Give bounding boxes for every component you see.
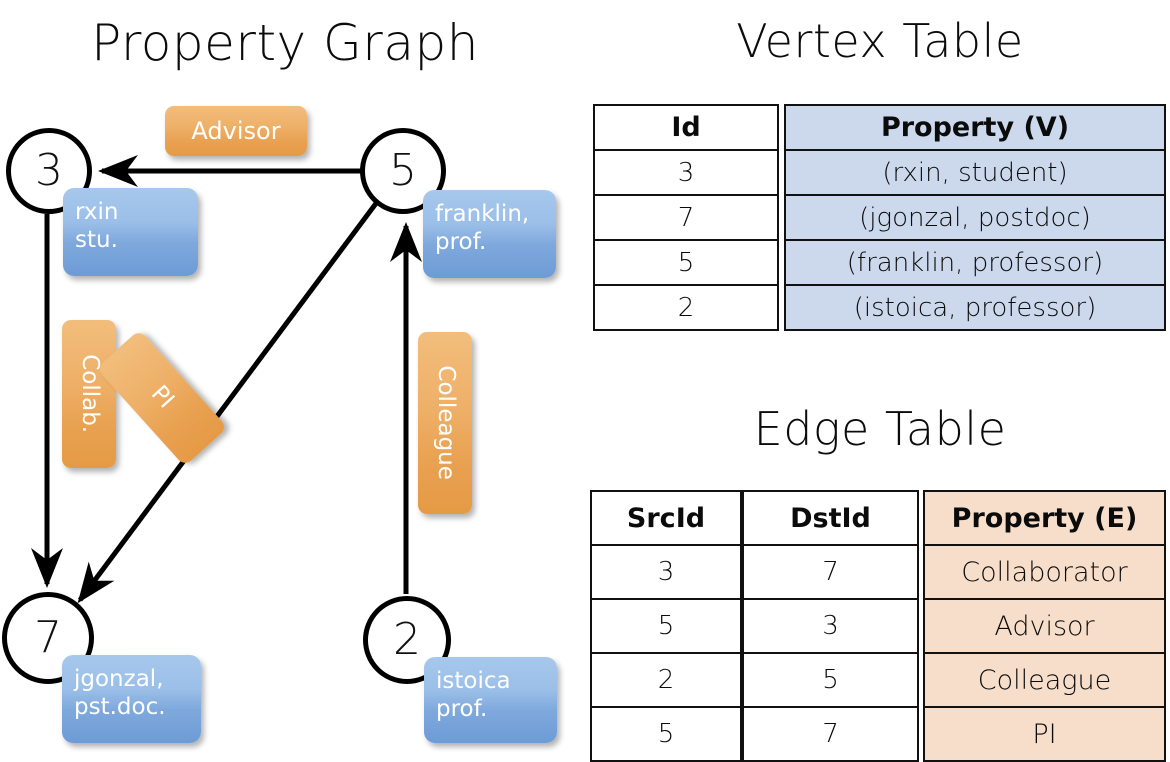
table-header-row: SrcId — [590, 490, 742, 546]
vertex-property-istoica-line1: istoica — [436, 668, 511, 694]
edge-table-header-property: Property (E) — [923, 490, 1166, 546]
table-row[interactable]: (franklin, professor) — [784, 239, 1166, 286]
vertex-property-box-jgonzal[interactable]: jgonzal, pst.doc. — [62, 655, 201, 743]
vertex-property-box-rxin[interactable]: rxin stu. — [63, 188, 198, 276]
vertex-property-franklin-line2: prof. — [435, 229, 487, 256]
edge-property-box-colleague[interactable]: Colleague — [418, 332, 472, 514]
table-row[interactable]: 7 — [593, 194, 779, 241]
table-row[interactable]: 5 — [590, 598, 742, 654]
vertex-table-cell-id: 7 — [593, 194, 779, 241]
table-row[interactable]: 3 — [593, 149, 779, 196]
table-row[interactable]: 3 — [590, 544, 742, 600]
table-header-row: Id — [593, 104, 779, 151]
edge-table-cell-dstid: 7 — [742, 544, 919, 600]
vertex-table-cell-property: (franklin, professor) — [784, 239, 1166, 286]
vertex-property-rxin-line1: rxin — [75, 199, 119, 225]
edge-table-cell-property: Collaborator — [923, 544, 1166, 600]
table-row[interactable]: (jgonzal, postdoc) — [784, 194, 1166, 241]
table-row[interactable]: 5 — [742, 652, 919, 708]
vertex-property-jgonzal-line1: jgonzal, — [74, 666, 164, 692]
vertex-table-id-column: Id 3 7 5 2 — [593, 104, 779, 331]
vertex-table-cell-property: (rxin, student) — [784, 149, 1166, 196]
table-row[interactable]: 7 — [742, 544, 919, 600]
vertex-table-cell-property: (jgonzal, postdoc) — [784, 194, 1166, 241]
table-row[interactable]: Colleague — [923, 652, 1166, 708]
table-row[interactable]: 5 — [593, 239, 779, 286]
vertex-property-jgonzal-line2: pst.doc. — [74, 694, 166, 721]
table-row[interactable]: 3 — [742, 598, 919, 654]
vertex-table-cell-id: 2 — [593, 284, 779, 331]
edge-property-box-collab[interactable]: Collab. — [62, 320, 116, 468]
edge-table-dstid-column: DstId 7 3 5 7 — [742, 490, 919, 762]
table-row[interactable]: (istoica, professor) — [784, 284, 1166, 331]
vertex-table-cell-property: (istoica, professor) — [784, 284, 1166, 331]
table-row[interactable]: Advisor — [923, 598, 1166, 654]
edge-arrow-5-to-7 — [77, 196, 383, 604]
vertex-property-istoica-line2: prof. — [436, 696, 488, 723]
vertex-table-header-id: Id — [593, 104, 779, 151]
graph-node-3-label: 3 — [35, 145, 63, 196]
graph-node-2-label: 2 — [393, 614, 421, 665]
edge-property-collab-label: Collab. — [76, 354, 103, 434]
page-title-vertex-table: Vertex Table — [736, 14, 1024, 68]
edge-table-cell-dstid: 5 — [742, 652, 919, 708]
edge-table-cell-srcid: 3 — [590, 544, 742, 600]
page-title-property-graph: Property Graph — [91, 14, 479, 72]
vertex-property-franklin-line1: franklin, — [435, 201, 530, 227]
graph-node-5[interactable]: 5 — [360, 128, 446, 214]
edge-table-cell-srcid: 5 — [590, 706, 742, 762]
table-row[interactable]: 2 — [590, 652, 742, 708]
table-header-row: Property (V) — [784, 104, 1166, 151]
edge-table-property-column: Property (E) Collaborator Advisor Collea… — [923, 490, 1166, 762]
page-title-edge-table: Edge Table — [753, 402, 1007, 456]
edge-table-srcid-column: SrcId 3 5 2 5 — [590, 490, 742, 762]
property-graph-diagram: 3 5 7 2 rxin stu. franklin, prof. jgonza… — [0, 0, 580, 760]
vertex-table-cell-id: 5 — [593, 239, 779, 286]
graph-edge-arrows — [31, 155, 422, 604]
edge-table-cell-property: PI — [923, 706, 1166, 762]
edge-property-colleague-label: Colleague — [432, 365, 459, 481]
vertex-property-box-franklin[interactable]: franklin, prof. — [423, 190, 556, 278]
edge-table-cell-dstid: 3 — [742, 598, 919, 654]
vertex-table-property-column: Property (V) (rxin, student) (jgonzal, p… — [784, 104, 1166, 331]
edge-property-box-advisor[interactable]: Advisor — [165, 106, 307, 156]
table-row[interactable]: Collaborator — [923, 544, 1166, 600]
table-row[interactable]: 2 — [593, 284, 779, 331]
graph-node-5-label: 5 — [389, 145, 417, 196]
table-row[interactable]: (rxin, student) — [784, 149, 1166, 196]
edge-table-cell-property: Colleague — [923, 652, 1166, 708]
table-row[interactable]: PI — [923, 706, 1166, 762]
table-row[interactable]: 7 — [742, 706, 919, 762]
edge-property-pi-label: PI — [145, 381, 180, 414]
edge-table-header-dstid: DstId — [742, 490, 919, 546]
graph-node-2[interactable]: 2 — [363, 596, 451, 684]
edge-property-advisor-label: Advisor — [191, 116, 281, 145]
vertex-property-rxin-line2: stu. — [75, 227, 118, 254]
table-header-row: DstId — [742, 490, 919, 546]
edge-table-cell-srcid: 5 — [590, 598, 742, 654]
edge-table-cell-property: Advisor — [923, 598, 1166, 654]
edge-table-header-srcid: SrcId — [590, 490, 742, 546]
graph-node-7-label: 7 — [34, 612, 62, 663]
vertex-table-cell-id: 3 — [593, 149, 779, 196]
table-row[interactable]: 5 — [590, 706, 742, 762]
table-header-row: Property (E) — [923, 490, 1166, 546]
vertex-table-header-property: Property (V) — [784, 104, 1166, 151]
edge-table-cell-dstid: 7 — [742, 706, 919, 762]
vertex-property-box-istoica[interactable]: istoica prof. — [424, 657, 557, 743]
edge-table-cell-srcid: 2 — [590, 652, 742, 708]
